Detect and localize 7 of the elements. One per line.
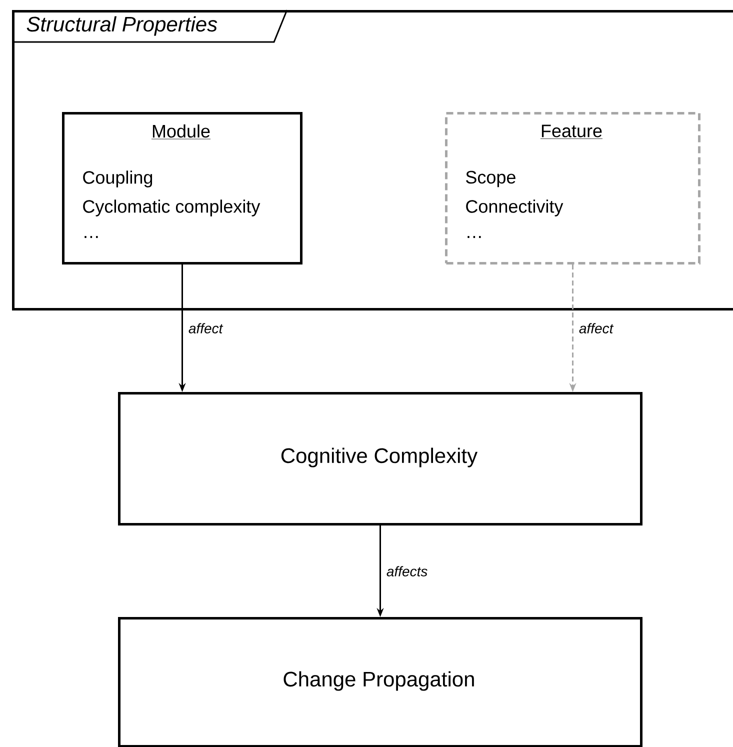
- process-box: Change Propagation: [118, 617, 642, 747]
- edge-label: affect: [578, 322, 614, 334]
- property-box: Feature Scope Connectivity …: [445, 112, 700, 264]
- property-box: Module Coupling Cyclomatic complexity …: [62, 112, 302, 264]
- process-box: Cognitive Complexity: [118, 392, 642, 526]
- edge-label: affects: [385, 565, 429, 578]
- edge-label: affect: [187, 322, 224, 334]
